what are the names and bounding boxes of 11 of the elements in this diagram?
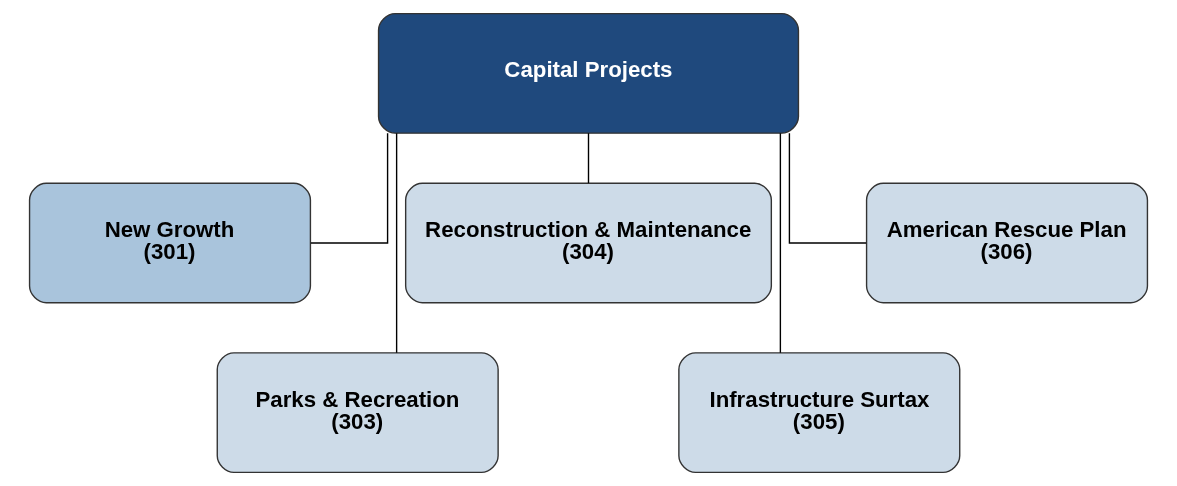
connector — [788, 132, 867, 244]
node-box: Capital Projects — [377, 12, 800, 134]
connector — [779, 132, 782, 354]
node-box: New Growth (301) — [28, 182, 312, 304]
node-box: American Rescue Plan (306) — [865, 182, 1149, 304]
connector — [395, 132, 398, 354]
connector — [587, 132, 590, 184]
node-box: Reconstruction & Maintenance (304) — [404, 182, 773, 304]
connector — [310, 132, 389, 244]
node-box: Parks & Recreation (303) — [216, 352, 499, 474]
node-box: Infrastructure Surtax (305) — [678, 352, 961, 474]
